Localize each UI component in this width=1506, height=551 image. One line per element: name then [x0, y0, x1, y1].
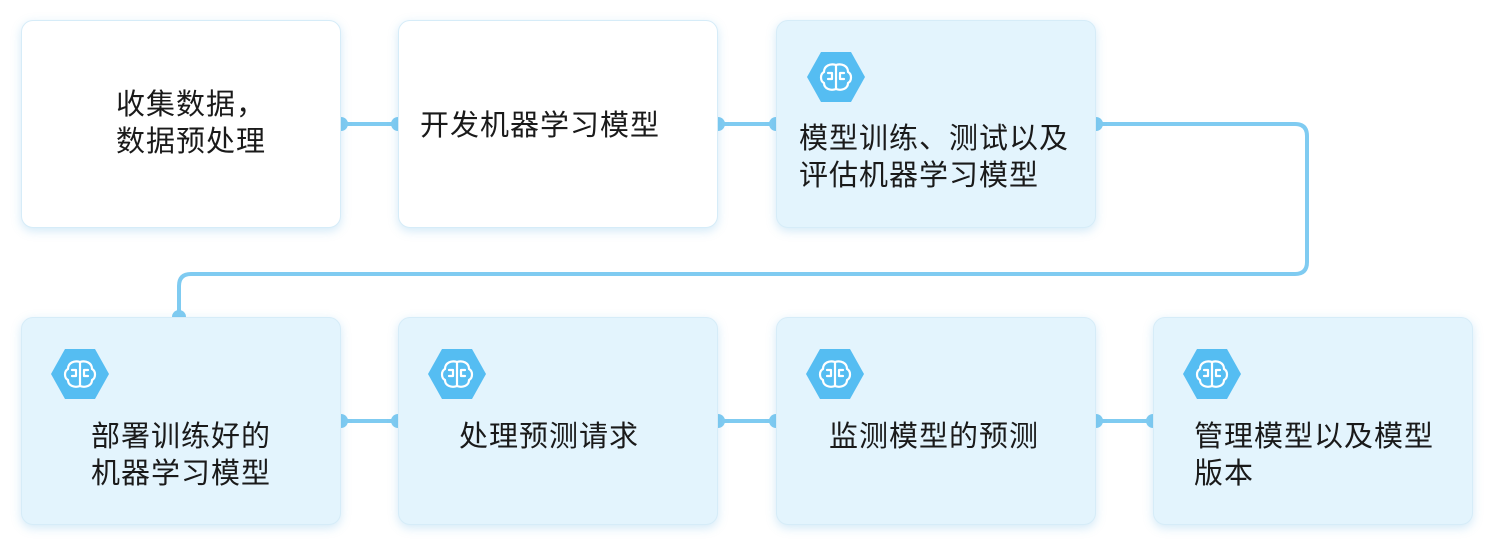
- step-card-train-evaluate: 模型训练、测试以及 评估机器学习模型: [776, 20, 1096, 228]
- brain-hexagon-icon: [806, 349, 864, 399]
- step-card-manage-versions: 管理模型以及模型 版本: [1153, 317, 1473, 525]
- step-card-collect-data: 收集数据， 数据预处理: [21, 20, 341, 228]
- step-card-monitor-predictions: 监测模型的预测: [776, 317, 1096, 525]
- step-label: 收集数据， 数据预处理: [116, 87, 267, 158]
- connector-3-4: [177, 122, 1309, 319]
- brain-hexagon-icon: [51, 349, 109, 399]
- step-label: 管理模型以及模型 版本: [1194, 419, 1435, 490]
- step-label: 开发机器学习模型: [420, 108, 661, 142]
- brain-hexagon-icon: [428, 349, 486, 399]
- step-label: 部署训练好的 机器学习模型: [91, 419, 272, 490]
- step-label: 监测模型的预测: [829, 419, 1040, 453]
- brain-hexagon-icon: [807, 52, 865, 102]
- step-card-deploy-model: 部署训练好的 机器学习模型: [21, 317, 341, 525]
- brain-hexagon-icon: [1183, 349, 1241, 399]
- step-card-handle-predictions: 处理预测请求: [398, 317, 718, 525]
- step-card-develop-model: 开发机器学习模型: [398, 20, 718, 228]
- step-label: 处理预测请求: [459, 419, 640, 453]
- step-label: 模型训练、测试以及 评估机器学习模型: [799, 121, 1070, 192]
